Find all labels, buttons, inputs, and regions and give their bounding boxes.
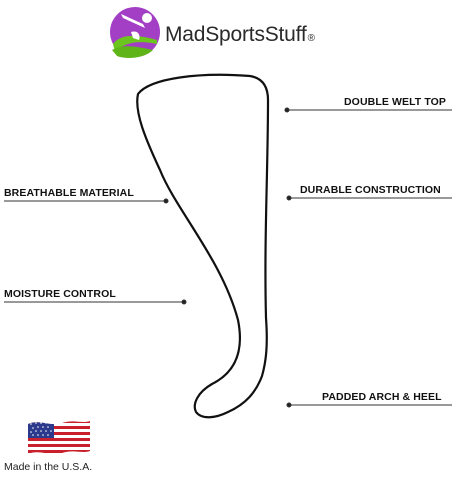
leader-durable-construction (286, 195, 452, 201)
label-double-welt-top: DOUBLE WELT TOP (344, 96, 447, 108)
label-durable-construction: DURABLE CONSTRUCTION (300, 184, 441, 196)
leader-double-welt-top (284, 107, 452, 113)
leader-moisture-control (4, 299, 187, 305)
label-padded-arch-heel: PADDED ARCH & HEEL (322, 391, 442, 403)
made-in-usa-text: Made in the U.S.A. (4, 461, 93, 473)
brand-name: MadSportsStuff® (165, 23, 315, 47)
leader-breathable-material (4, 198, 169, 204)
registered-mark: ® (307, 33, 315, 44)
label-moisture-control: MOISTURE CONTROL (4, 288, 116, 300)
brand-name-text: MadSportsStuff (165, 23, 307, 46)
usa-flag-icon (28, 421, 90, 455)
brand-logo-icon (110, 7, 160, 58)
label-breathable-material: BREATHABLE MATERIAL (4, 187, 134, 199)
leader-padded-arch-heel (286, 402, 452, 408)
